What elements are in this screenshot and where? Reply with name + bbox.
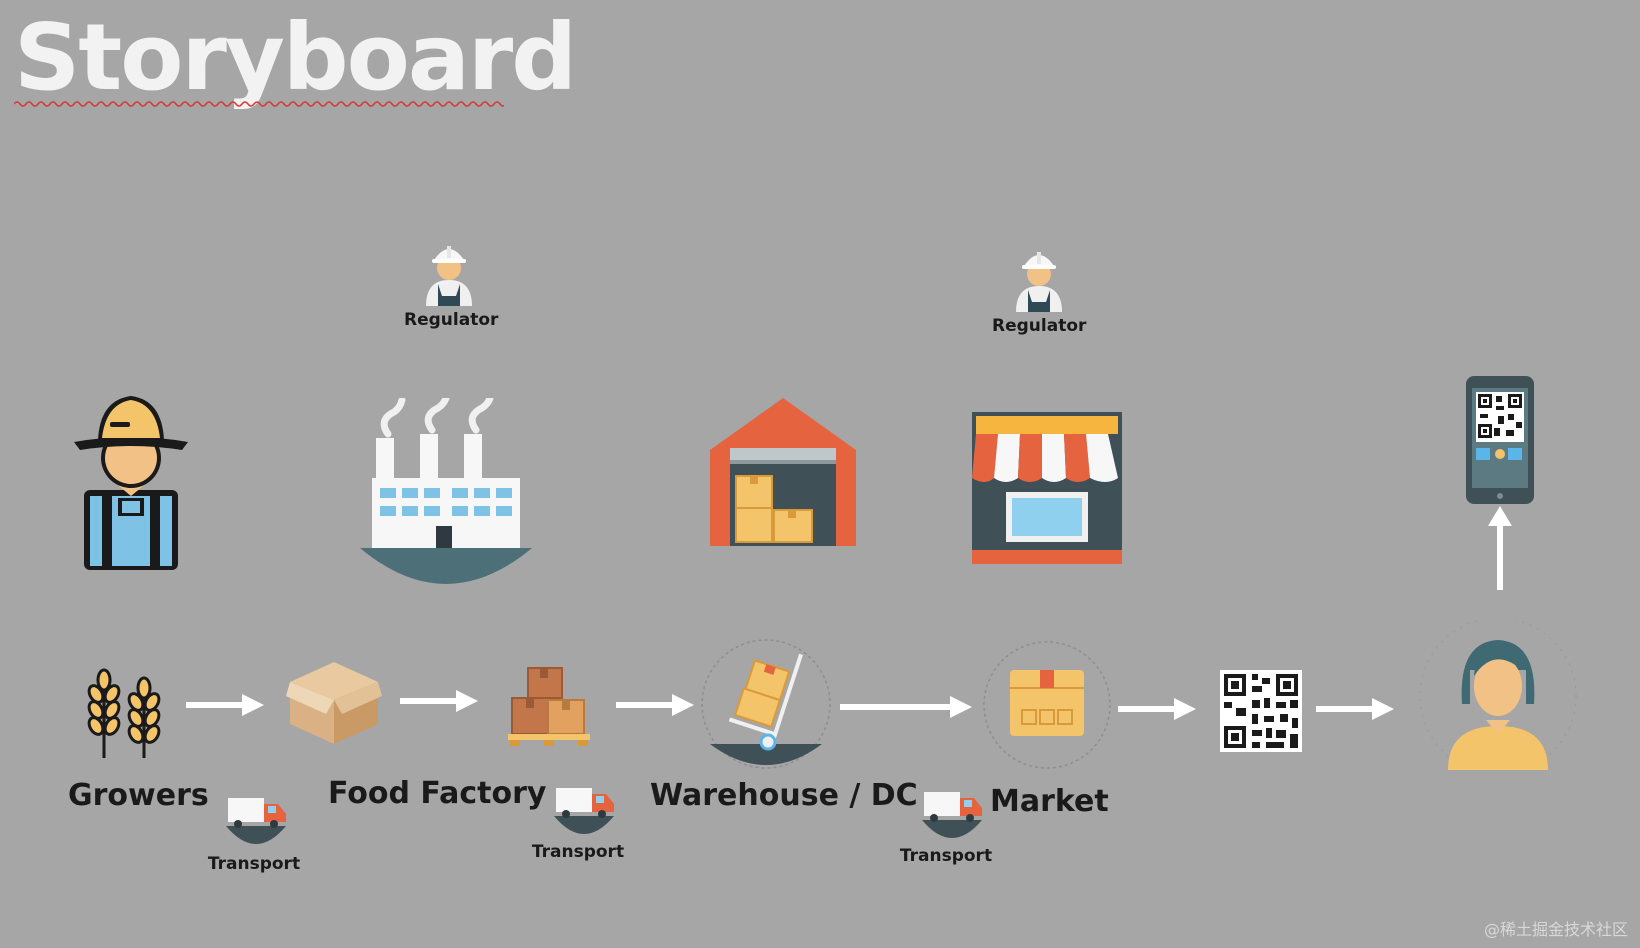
regulator-label: Regulator (404, 310, 494, 330)
transport-label: Transport (528, 842, 628, 862)
transport-label: Transport (204, 854, 304, 874)
stage-label-food-factory: Food Factory (328, 776, 546, 811)
arrow-right-icon (840, 696, 972, 718)
hand-truck-icon (700, 638, 832, 770)
factory-icon (360, 398, 532, 584)
stage-label-warehouse: Warehouse / DC (650, 778, 918, 813)
arrow-right-icon (616, 694, 694, 716)
regulator-label: Regulator (992, 316, 1082, 336)
store-icon (972, 412, 1122, 564)
regulator-icon (418, 238, 480, 306)
consumer-icon (1418, 620, 1578, 770)
arrow-up-icon (1488, 504, 1512, 590)
warehouse-icon (710, 398, 856, 546)
pallet-boxes-icon (508, 664, 590, 746)
wheat-icon (84, 664, 164, 758)
spellcheck-underline (14, 100, 504, 108)
watermark: @稀土掘金技术社区 (1484, 916, 1628, 940)
qr-code-icon (1220, 670, 1302, 752)
open-box-icon (286, 660, 382, 746)
page-title: Storyboard (14, 12, 575, 104)
arrow-right-icon (400, 690, 478, 712)
stage-label-growers: Growers (68, 778, 209, 813)
phone-qr-icon (1466, 376, 1534, 504)
regulator-icon (1008, 244, 1070, 312)
arrow-right-icon (1118, 698, 1196, 720)
truck-icon (222, 796, 290, 850)
truck-icon (918, 790, 986, 844)
arrow-right-icon (1316, 698, 1394, 720)
farmer-icon (74, 394, 188, 572)
package-icon (982, 640, 1112, 770)
truck-icon (550, 786, 618, 840)
arrow-right-icon (186, 694, 264, 716)
stage-label-market: Market (990, 784, 1109, 819)
transport-label: Transport (896, 846, 996, 866)
